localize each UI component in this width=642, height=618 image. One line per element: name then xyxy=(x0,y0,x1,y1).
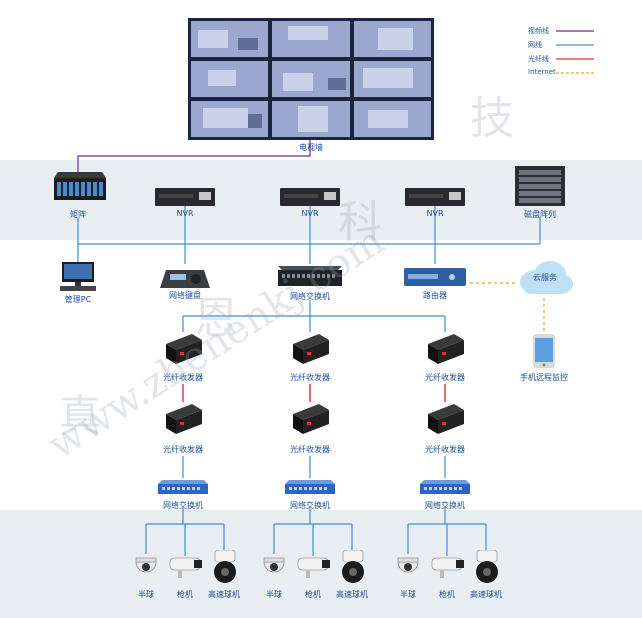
bullet-camera-icon xyxy=(169,557,202,578)
transceiver-label: 光纤收发器 xyxy=(163,445,203,454)
bullet-camera-icon xyxy=(297,557,330,578)
legend-swatches xyxy=(556,30,594,74)
camera-label: 高速球机 xyxy=(336,590,368,599)
cloud-label: 云服务 xyxy=(533,273,557,282)
dome-camera-icon xyxy=(397,557,419,573)
disk-array-label: 磁盘阵列 xyxy=(524,210,556,219)
fiber-transceiver-icon xyxy=(293,334,329,364)
admin-pc-label: 管理PC xyxy=(64,295,92,304)
nvr-label: NVR xyxy=(176,209,194,218)
network-keyboard-icon xyxy=(160,270,210,288)
camera-label: 半球 xyxy=(138,590,154,599)
fiber-transceiver-icon xyxy=(428,404,464,434)
camera-label: 枪机 xyxy=(177,590,193,599)
access-switch-icon xyxy=(158,480,208,494)
speed-dome-camera-icon xyxy=(342,550,364,583)
watermark-char: 真 xyxy=(58,391,102,442)
dome-camera-icon xyxy=(135,557,157,573)
mobile-label: 手机远程监控 xyxy=(520,373,568,382)
transceiver-label: 光纤收发器 xyxy=(290,373,330,382)
access-switch-label: 网络交换机 xyxy=(425,501,465,510)
legend-label: 光纤线 xyxy=(528,55,549,63)
router-label: 路由器 xyxy=(423,291,447,300)
camera-label: 高速球机 xyxy=(470,590,502,599)
fiber-transceiver-icon xyxy=(166,404,202,434)
fiber-transceiver-icon xyxy=(293,404,329,434)
fiber-transceiver-icon xyxy=(166,334,202,364)
speed-dome-camera-icon xyxy=(476,550,498,583)
access-switch-icon xyxy=(285,480,335,494)
legend-label: 网线 xyxy=(528,41,542,49)
nvr-label: NVR xyxy=(426,209,444,218)
video-wall-label: 电视墙 xyxy=(299,143,323,152)
watermark-char: 技 xyxy=(470,93,514,144)
legend-label: Internet xyxy=(528,68,556,76)
core-switch-icon xyxy=(278,266,342,286)
nvr-icon xyxy=(155,188,215,206)
transceiver-label: 光纤收发器 xyxy=(425,373,465,382)
transceiver-label: 光纤收发器 xyxy=(425,445,465,454)
camera-label: 高速球机 xyxy=(208,590,240,599)
dome-camera-icon xyxy=(263,557,285,573)
bullet-camera-icon xyxy=(431,557,464,578)
legend-label: 视频线 xyxy=(528,27,549,35)
admin-pc-icon xyxy=(60,262,96,291)
watermark-char: 恩 xyxy=(194,293,238,344)
access-switch-icon xyxy=(420,480,470,494)
transceiver-label: 光纤收发器 xyxy=(163,373,203,382)
nvr-icon xyxy=(405,188,465,206)
router-icon xyxy=(404,268,466,286)
transceiver-label: 光纤收发器 xyxy=(290,445,330,454)
cloud-icon xyxy=(520,261,573,294)
nvr-icon xyxy=(280,188,340,206)
speed-dome-camera-icon xyxy=(214,550,236,583)
camera-label: 枪机 xyxy=(305,590,321,599)
fiber-transceiver-icon xyxy=(428,334,464,364)
disk-array-icon xyxy=(515,166,565,206)
network-keyboard-label: 网络键盘 xyxy=(169,291,201,300)
camera-label: 半球 xyxy=(400,590,416,599)
camera-label: 枪机 xyxy=(439,590,455,599)
core-switch-label: 网络交换机 xyxy=(290,292,330,301)
video-wall xyxy=(188,18,434,140)
access-switch-label: 网络交换机 xyxy=(163,501,203,510)
camera-label: 半球 xyxy=(266,590,282,599)
access-switch-label: 网络交换机 xyxy=(290,501,330,510)
watermark-char: 科 xyxy=(338,197,382,248)
matrix-device-icon xyxy=(54,172,106,200)
mobile-phone-icon xyxy=(533,334,555,368)
nvr-label: NVR xyxy=(301,209,319,218)
matrix-label: 矩阵 xyxy=(70,210,86,219)
